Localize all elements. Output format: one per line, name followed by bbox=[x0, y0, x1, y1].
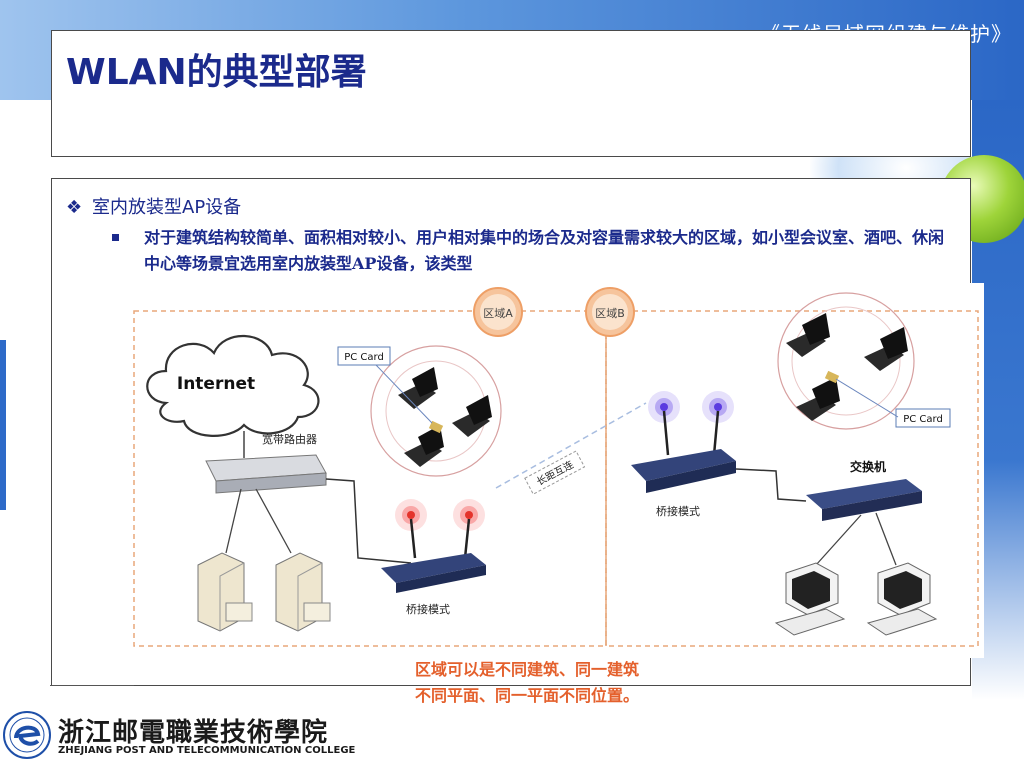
access-point-b-icon bbox=[631, 391, 736, 493]
router-label: 宽带路由器 bbox=[262, 432, 317, 446]
college-logo-icon bbox=[3, 711, 51, 759]
laptop-icon-a1 bbox=[398, 367, 438, 409]
laptop-icon-a2 bbox=[452, 395, 492, 437]
bullet-level1-text: 室内放装型AP设备 bbox=[92, 197, 242, 218]
laptop-icon-a3 bbox=[404, 425, 444, 467]
slide-title: WLAN的典型部署 bbox=[66, 52, 367, 93]
router-icon bbox=[205, 454, 327, 494]
slide-title-box: WLAN的典型部署 bbox=[51, 30, 971, 157]
pc-card-a-box bbox=[337, 346, 391, 366]
square-bullet-icon bbox=[112, 234, 119, 241]
server-icon-2 bbox=[275, 552, 331, 632]
school-name-chinese: 浙江邮電職業技術學院 bbox=[58, 718, 329, 748]
zone-a-label: 区域A bbox=[483, 307, 513, 320]
access-point-a-icon bbox=[381, 499, 486, 593]
laptop-icon-b1 bbox=[786, 313, 830, 357]
desktop-computer-icon-1 bbox=[774, 562, 846, 636]
bullet-level2-text: 对于建筑结构较简单、面积相对较小、用户相对集中的场合及对容量需求较大的区域，如小… bbox=[144, 228, 945, 273]
laptop-icon-b3 bbox=[796, 377, 840, 421]
bridge-mode-b-label: 桥接模式 bbox=[656, 505, 700, 518]
caption-line-1: 区域可以是不同建筑、同一建筑 bbox=[415, 660, 640, 679]
desktop-computer-icon-2 bbox=[866, 562, 938, 636]
left-background-strip bbox=[0, 340, 6, 510]
school-name-english: ZHEJIANG POST AND TELECOMMUNICATION COLL… bbox=[58, 745, 356, 756]
switch-icon bbox=[806, 479, 922, 521]
zone-b-frame bbox=[605, 310, 979, 647]
server-icon-1 bbox=[197, 552, 253, 632]
bullet-level1: ❖ 室内放装型AP设备 bbox=[66, 193, 241, 219]
switch-label: 交换机 bbox=[850, 459, 886, 474]
pc-card-a-label: PC Card bbox=[344, 352, 384, 363]
diagram-caption: 区域可以是不同建筑、同一建筑 不同平面、同一平面不同位置。 bbox=[415, 657, 639, 709]
zone-b-badge: 区域B bbox=[585, 287, 635, 337]
zone-a-badge: 区域A bbox=[473, 287, 523, 337]
internet-cloud-icon: Internet bbox=[146, 334, 320, 437]
internet-label: Internet bbox=[177, 374, 255, 394]
bridge-mode-a-label: 桥接模式 bbox=[406, 603, 450, 616]
diamond-bullet-icon: ❖ bbox=[66, 197, 83, 218]
zone-b-label: 区域B bbox=[595, 307, 625, 320]
bullet-level2: 对于建筑结构较简单、面积相对较小、用户相对集中的场合及对容量需求较大的区域，如小… bbox=[112, 225, 954, 277]
pc-card-b-box bbox=[895, 408, 951, 428]
caption-line-2: 不同平面、同一平面不同位置。 bbox=[415, 686, 640, 705]
wlan-deployment-diagram: 区域A 区域B Internet 宽带路由器 桥接模式 bbox=[126, 283, 984, 658]
coverage-ring-a bbox=[370, 345, 502, 477]
pc-card-b-label: PC Card bbox=[903, 414, 943, 425]
laptop-icon-b2 bbox=[864, 327, 908, 371]
bottom-divider bbox=[50, 685, 134, 686]
coverage-ring-b bbox=[777, 292, 915, 430]
